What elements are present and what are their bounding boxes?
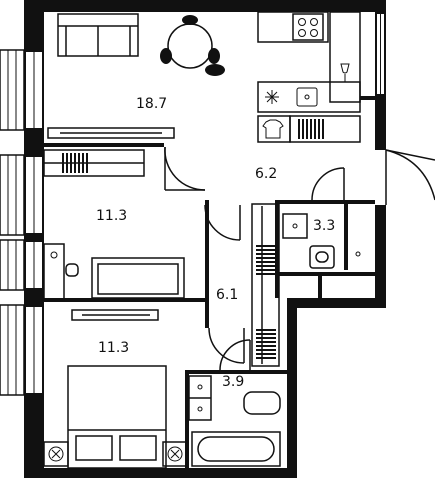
area-label-bathroom-upper: 3.3 [313,218,335,234]
upper-bedroom-sofa [91,257,185,299]
area-label-bathroom-lower: 3.9 [222,374,244,390]
corridor-wardrobe [251,203,280,367]
entrance-door [375,149,435,205]
interior-walls [44,96,375,468]
upper-bedroom-desk [43,243,79,301]
hob-icon [292,13,324,41]
right-window [377,14,384,94]
sofa-living [57,13,139,57]
area-label-bedroom-lower: 11.3 [98,340,129,356]
bed [67,365,167,469]
tv-console [47,127,175,139]
fan-icon [43,441,69,467]
wine-glass-icon [340,63,350,83]
door-arcs [164,146,345,371]
left-windows [0,49,42,396]
dining-table [160,15,225,76]
lower-bedroom-tv [71,309,159,321]
upper-bedroom-radiator [43,149,145,177]
kitchen-counter [257,11,361,113]
snowflake-icon [265,90,279,104]
lower-bathroom-fixtures [188,375,281,467]
area-label-hall: 6.2 [255,166,277,182]
area-label-corridor: 6.1 [216,287,238,303]
radiator-icon [289,115,361,143]
area-label-living-kitchen: 18.7 [136,96,167,112]
upper-bathroom-fixtures [282,213,361,269]
area-label-bedroom-upper: 11.3 [96,208,127,224]
tshirt-icon [257,115,291,143]
sink-icon [296,87,318,107]
fan-icon-right [162,441,188,467]
